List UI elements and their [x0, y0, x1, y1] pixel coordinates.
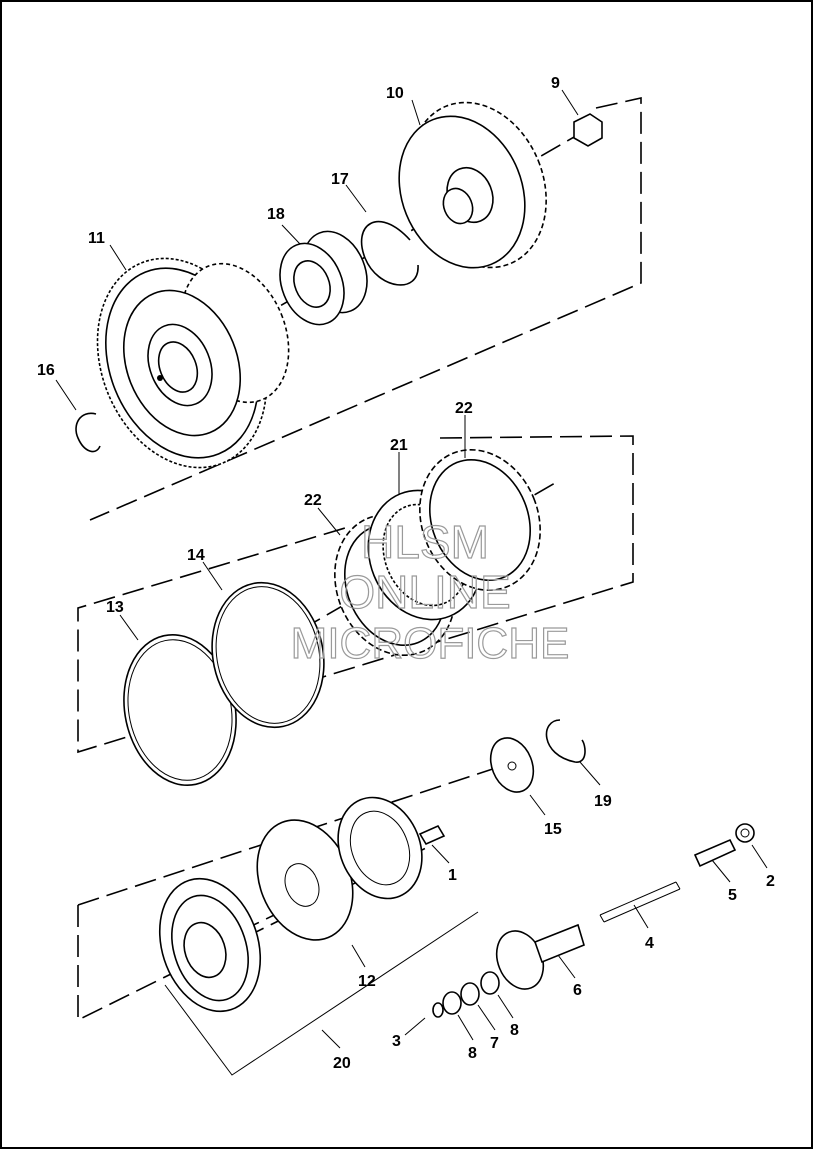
callout-16: 16 — [37, 362, 55, 379]
callout-9: 9 — [551, 75, 560, 92]
adjuster-plate-part-15 — [489, 737, 535, 793]
watermark-line1: HLSM — [361, 516, 489, 568]
o-ring-part-14 — [211, 581, 325, 729]
friction-plate-part-22b — [419, 448, 541, 592]
small-parts — [432, 971, 500, 1018]
callout-10: 10 — [386, 85, 404, 102]
retaining-ring-part-16 — [75, 412, 101, 453]
callout-2: 2 — [766, 873, 775, 890]
callout-14: 14 — [187, 547, 205, 564]
callout-22b: 22 — [455, 400, 473, 417]
push-rod-part-4 — [599, 881, 681, 923]
callout-15: 15 — [544, 821, 562, 838]
callout-13: 13 — [106, 599, 124, 616]
callout-8b: 8 — [510, 1022, 519, 1039]
callout-labels: 1 2 3 4 5 6 7 8 8 9 10 11 12 13 14 15 16… — [37, 75, 775, 1072]
callout-20: 20 — [333, 1055, 351, 1072]
retaining-ring-part-19 — [545, 719, 586, 763]
callout-4: 4 — [645, 935, 654, 952]
bearing-part — [279, 230, 368, 326]
callout-8a: 8 — [468, 1045, 477, 1062]
watermark-line3: MICROFICHE — [291, 619, 570, 668]
callout-5: 5 — [728, 887, 737, 904]
callout-12: 12 — [358, 973, 376, 990]
spring-seat-plate — [337, 796, 423, 900]
callout-22a: 22 — [304, 492, 322, 509]
release-ramp-part-6 — [495, 923, 585, 990]
callout-17: 17 — [331, 171, 349, 188]
watermark-line2: ONLINE — [339, 566, 510, 618]
clutch-shell-part — [96, 257, 290, 469]
callout-21: 21 — [390, 437, 408, 454]
leader-lines — [55, 89, 768, 1049]
watermark: HLSM ONLINE MICROFICHE — [290, 515, 570, 668]
callout-19: 19 — [594, 793, 612, 810]
callout-3: 3 — [392, 1033, 401, 1050]
adjusting-screw-part-5 — [693, 838, 737, 868]
snap-ring-part-17 — [360, 220, 419, 286]
callout-1: 1 — [448, 867, 457, 884]
clutch-hub-part — [398, 101, 547, 269]
callout-6: 6 — [573, 982, 582, 999]
bolt-part-1 — [418, 824, 446, 846]
callout-18: 18 — [267, 206, 285, 223]
callout-11: 11 — [88, 230, 105, 247]
nut-part-9 — [573, 113, 603, 147]
pressure-plate-part — [158, 877, 262, 1013]
nut-part-2 — [735, 823, 755, 843]
callout-7: 7 — [490, 1035, 499, 1052]
